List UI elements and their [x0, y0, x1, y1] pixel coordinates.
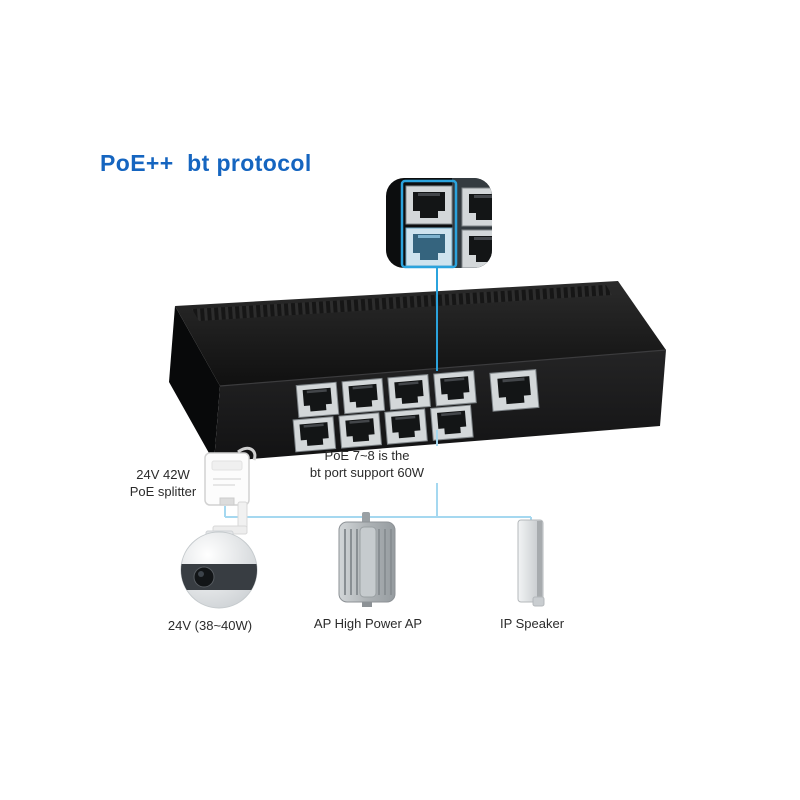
camera-lens [193, 566, 215, 588]
zoom-port-partial-bottom [461, 229, 492, 268]
speaker-side-shade [537, 521, 542, 601]
splitter-label: 24V 42W PoE splitter [117, 466, 209, 500]
camera-label: 24V (38~40W) [167, 618, 253, 633]
rj45-port-3 [341, 377, 386, 415]
camera-visor [181, 564, 257, 590]
zoom-port-7 [405, 185, 453, 225]
splitter-port [219, 497, 235, 506]
zoom-callout-ports [405, 178, 492, 268]
speaker-label: IP Speaker [499, 616, 565, 631]
rj45-port-1 [295, 381, 340, 419]
port-annotation: PoE 7~8 is the bt port support 60W [267, 447, 467, 481]
ap-fins [344, 529, 392, 595]
switch-device [169, 281, 667, 462]
ptz-camera-device [180, 501, 258, 609]
zoom-port-partial-top [461, 187, 492, 227]
ap-antenna [362, 512, 370, 524]
splitter-cable [237, 446, 257, 461]
rj45-port-5 [387, 374, 431, 411]
port-annotation-line1: PoE 7~8 is the [324, 448, 410, 463]
zoom-port-8-highlighted [405, 227, 453, 267]
ap-center-panel [359, 526, 377, 598]
camera-visor-band [181, 564, 257, 590]
speaker-bracket [532, 596, 545, 607]
camera-lens-glint [198, 571, 204, 577]
ip-speaker-device [517, 519, 545, 607]
rj45-port-7 [433, 370, 477, 407]
speaker-body [517, 519, 544, 603]
switch-left-face [169, 306, 220, 462]
rj45-port-6 [384, 408, 428, 445]
connection-lines [224, 430, 532, 524]
uplink-port [489, 369, 540, 412]
zoom-callout [386, 178, 492, 371]
splitter-label-plate [211, 460, 243, 471]
port-annotation-line2: bt port support 60W [309, 465, 425, 480]
rj45-port-4 [338, 412, 382, 449]
splitter-label-line1: 24V 42W [136, 467, 190, 482]
ap-label: AP High Power AP [313, 616, 423, 631]
switch-front-edge [219, 349, 667, 387]
splitter-label-line2: PoE splitter [129, 484, 197, 499]
zoom-highlight-frame [400, 179, 458, 269]
switch-vent-strip [192, 285, 612, 321]
ap-bottom-connector [362, 602, 372, 607]
page-title: PoE++ bt protocol [100, 150, 312, 176]
ap-device [338, 512, 396, 607]
poe-splitter-device [204, 446, 257, 506]
